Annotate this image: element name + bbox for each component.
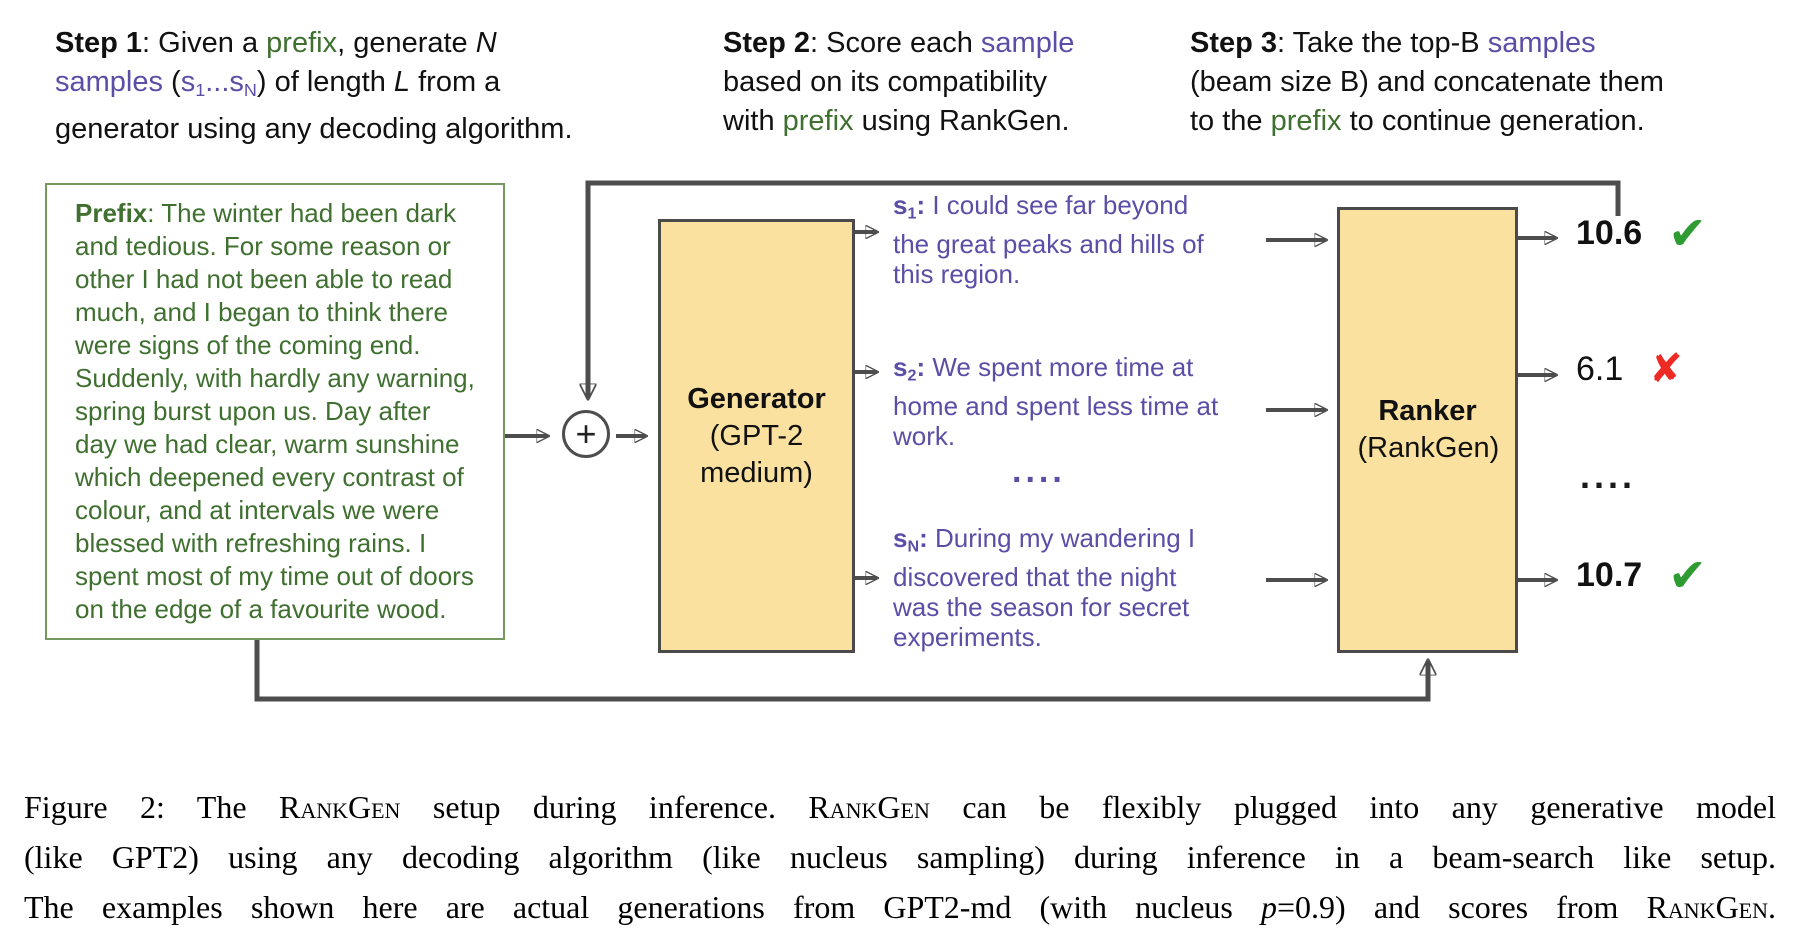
caption-line-3: The examples shown here are actual gener… bbox=[24, 889, 1777, 925]
figure-caption: Figure 2: The RankGen setup during infer… bbox=[24, 782, 1776, 932]
caption-line-1: Figure 2: The RankGen setup during infer… bbox=[24, 789, 1777, 825]
score-row-2: 6.1 ✘ bbox=[1576, 349, 1683, 389]
sample-s1: s1: I could see far beyond the great pea… bbox=[893, 190, 1204, 289]
ranker-title: Ranker bbox=[1378, 395, 1477, 427]
check-icon: ✔ bbox=[1668, 548, 1707, 602]
prefix-box: Prefix: The winter had been dark and ted… bbox=[45, 183, 505, 640]
scores-ellipsis: .... bbox=[1580, 455, 1637, 496]
score-value-3: 10.7 bbox=[1576, 555, 1643, 594]
score-value-2: 6.1 bbox=[1576, 349, 1624, 388]
sample-s2: s2: We spent more time at home and spent… bbox=[893, 352, 1219, 451]
caption-line-2: (like GPT2) using any decoding algorithm… bbox=[24, 839, 1776, 875]
cross-icon: ✘ bbox=[1649, 346, 1683, 392]
plus-icon: + bbox=[575, 413, 597, 454]
samples-ellipsis: .... bbox=[1012, 452, 1066, 490]
generator-box: Generator (GPT-2 medium) bbox=[658, 219, 855, 653]
feedback-top-line bbox=[588, 180, 1621, 398]
score-row-1: 10.6 ✔ bbox=[1576, 210, 1707, 256]
ranker-subtitle: (RankGen) bbox=[1357, 432, 1500, 464]
plus-node: + bbox=[562, 410, 610, 458]
score-row-3: 10.7 ✔ bbox=[1576, 552, 1707, 598]
feedback-bottom-line bbox=[254, 639, 1428, 702]
check-icon: ✔ bbox=[1668, 206, 1707, 260]
generator-title: Generator bbox=[687, 382, 826, 415]
ranker-box: Ranker (RankGen) bbox=[1337, 207, 1518, 653]
generator-subtitle: (GPT-2 medium) bbox=[700, 419, 813, 489]
score-value-1: 10.6 bbox=[1576, 213, 1643, 252]
step3-text: Step 3: Take the top-B samples(beam size… bbox=[1190, 27, 1664, 137]
sample-sn: sN: During my wandering I discovered tha… bbox=[893, 523, 1196, 652]
